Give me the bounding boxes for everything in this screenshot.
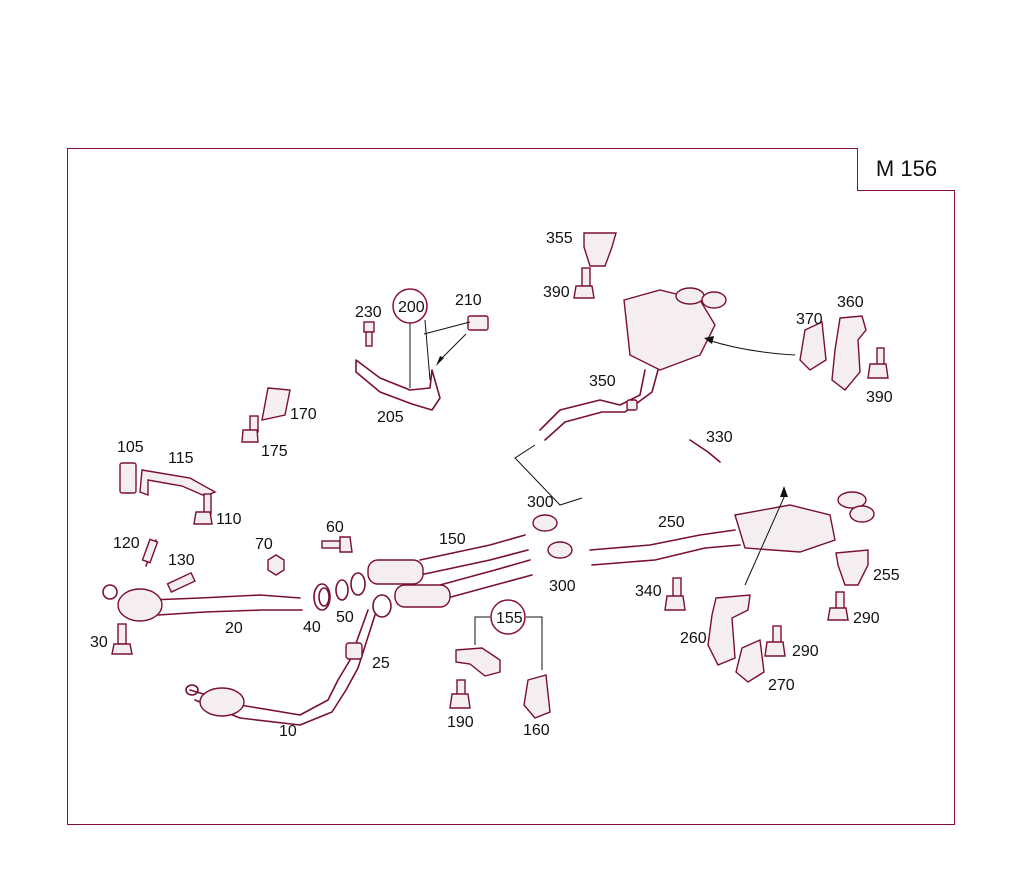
bracket-360 xyxy=(831,315,867,391)
oxygen-sensor-120 xyxy=(141,538,159,567)
bolt-390-right xyxy=(867,347,889,379)
diagram-frame xyxy=(67,148,955,825)
callout-355: 355 xyxy=(546,230,573,247)
bolt-60 xyxy=(321,536,353,553)
bracket-205 xyxy=(355,359,441,411)
strap-330 xyxy=(689,439,721,463)
bracket-170 xyxy=(261,387,291,421)
callout-210: 210 xyxy=(455,292,482,309)
callout-110: 110 xyxy=(216,511,242,528)
callout-150: 150 xyxy=(439,531,466,548)
hanger-355 xyxy=(583,232,617,267)
bolt-340 xyxy=(664,577,686,611)
callout-340: 340 xyxy=(635,583,662,600)
group-155-circle xyxy=(490,599,526,635)
callout-330: 330 xyxy=(706,429,733,446)
callout-30: 30 xyxy=(90,634,108,651)
callout-300-lower: 300 xyxy=(549,578,576,595)
hanger-255 xyxy=(835,549,869,586)
bolt-290-center xyxy=(764,625,786,657)
callout-230: 230 xyxy=(355,304,382,321)
model-code-label: M 156 xyxy=(857,148,955,191)
bolt-175 xyxy=(241,415,259,443)
callout-120: 120 xyxy=(113,535,140,552)
callout-360: 360 xyxy=(837,294,864,311)
front-pipe-10 xyxy=(185,609,376,726)
bracket-115 xyxy=(139,469,217,497)
callout-25: 25 xyxy=(372,655,390,672)
callout-255: 255 xyxy=(873,567,900,584)
catalyst-150 xyxy=(367,534,533,618)
callout-160: 160 xyxy=(523,722,550,739)
rubber-mount-370 xyxy=(799,320,827,371)
callout-155: 155 xyxy=(496,610,523,627)
callout-390-right: 390 xyxy=(866,389,893,406)
clip-210 xyxy=(467,315,489,331)
bolt-30 xyxy=(111,623,133,655)
callout-290-right: 290 xyxy=(853,610,880,627)
callout-115: 115 xyxy=(168,450,194,467)
bolt-190 xyxy=(449,679,471,709)
nut-70 xyxy=(267,554,285,576)
callout-270: 270 xyxy=(768,677,795,694)
callout-290-center: 290 xyxy=(792,643,819,660)
rear-section-350 xyxy=(539,287,727,441)
rubber-mount-160 xyxy=(523,674,551,719)
callout-170: 170 xyxy=(290,406,317,423)
rear-pipe-250 xyxy=(589,491,875,566)
group-200-circle xyxy=(392,288,428,324)
rubber-mount-270 xyxy=(735,638,765,683)
clamp-40 xyxy=(313,583,331,611)
callout-370: 370 xyxy=(796,311,823,328)
bolt-230 xyxy=(363,321,375,347)
seal-50 xyxy=(335,572,366,601)
callout-10: 10 xyxy=(279,723,297,740)
bolt-390-top xyxy=(573,267,595,299)
gasket-105 xyxy=(119,462,137,494)
callout-300-upper: 300 xyxy=(527,494,554,511)
callout-200: 200 xyxy=(398,299,425,316)
bolt-290-right xyxy=(827,591,849,621)
callout-40: 40 xyxy=(303,619,321,636)
callout-105: 105 xyxy=(117,439,144,456)
callout-390-top: 390 xyxy=(543,284,570,301)
callout-130: 130 xyxy=(168,552,195,569)
callout-70: 70 xyxy=(255,536,273,553)
callout-20: 20 xyxy=(225,620,243,637)
callout-60: 60 xyxy=(326,519,344,536)
oxygen-sensor-130 xyxy=(166,571,196,593)
callout-50: 50 xyxy=(336,609,354,626)
callout-350: 350 xyxy=(589,373,616,390)
clamp-25 xyxy=(345,642,363,660)
clamp-300-upper xyxy=(532,514,558,532)
clamp-300-lower xyxy=(547,541,573,559)
callout-260: 260 xyxy=(680,630,707,647)
bracket-260 xyxy=(707,594,751,666)
callout-205: 205 xyxy=(377,409,404,426)
callout-250: 250 xyxy=(658,514,685,531)
pipe-20 xyxy=(102,584,303,622)
callout-175: 175 xyxy=(261,443,288,460)
bolt-110 xyxy=(193,493,213,525)
bracket-155 xyxy=(455,647,501,677)
callout-190: 190 xyxy=(447,714,474,731)
